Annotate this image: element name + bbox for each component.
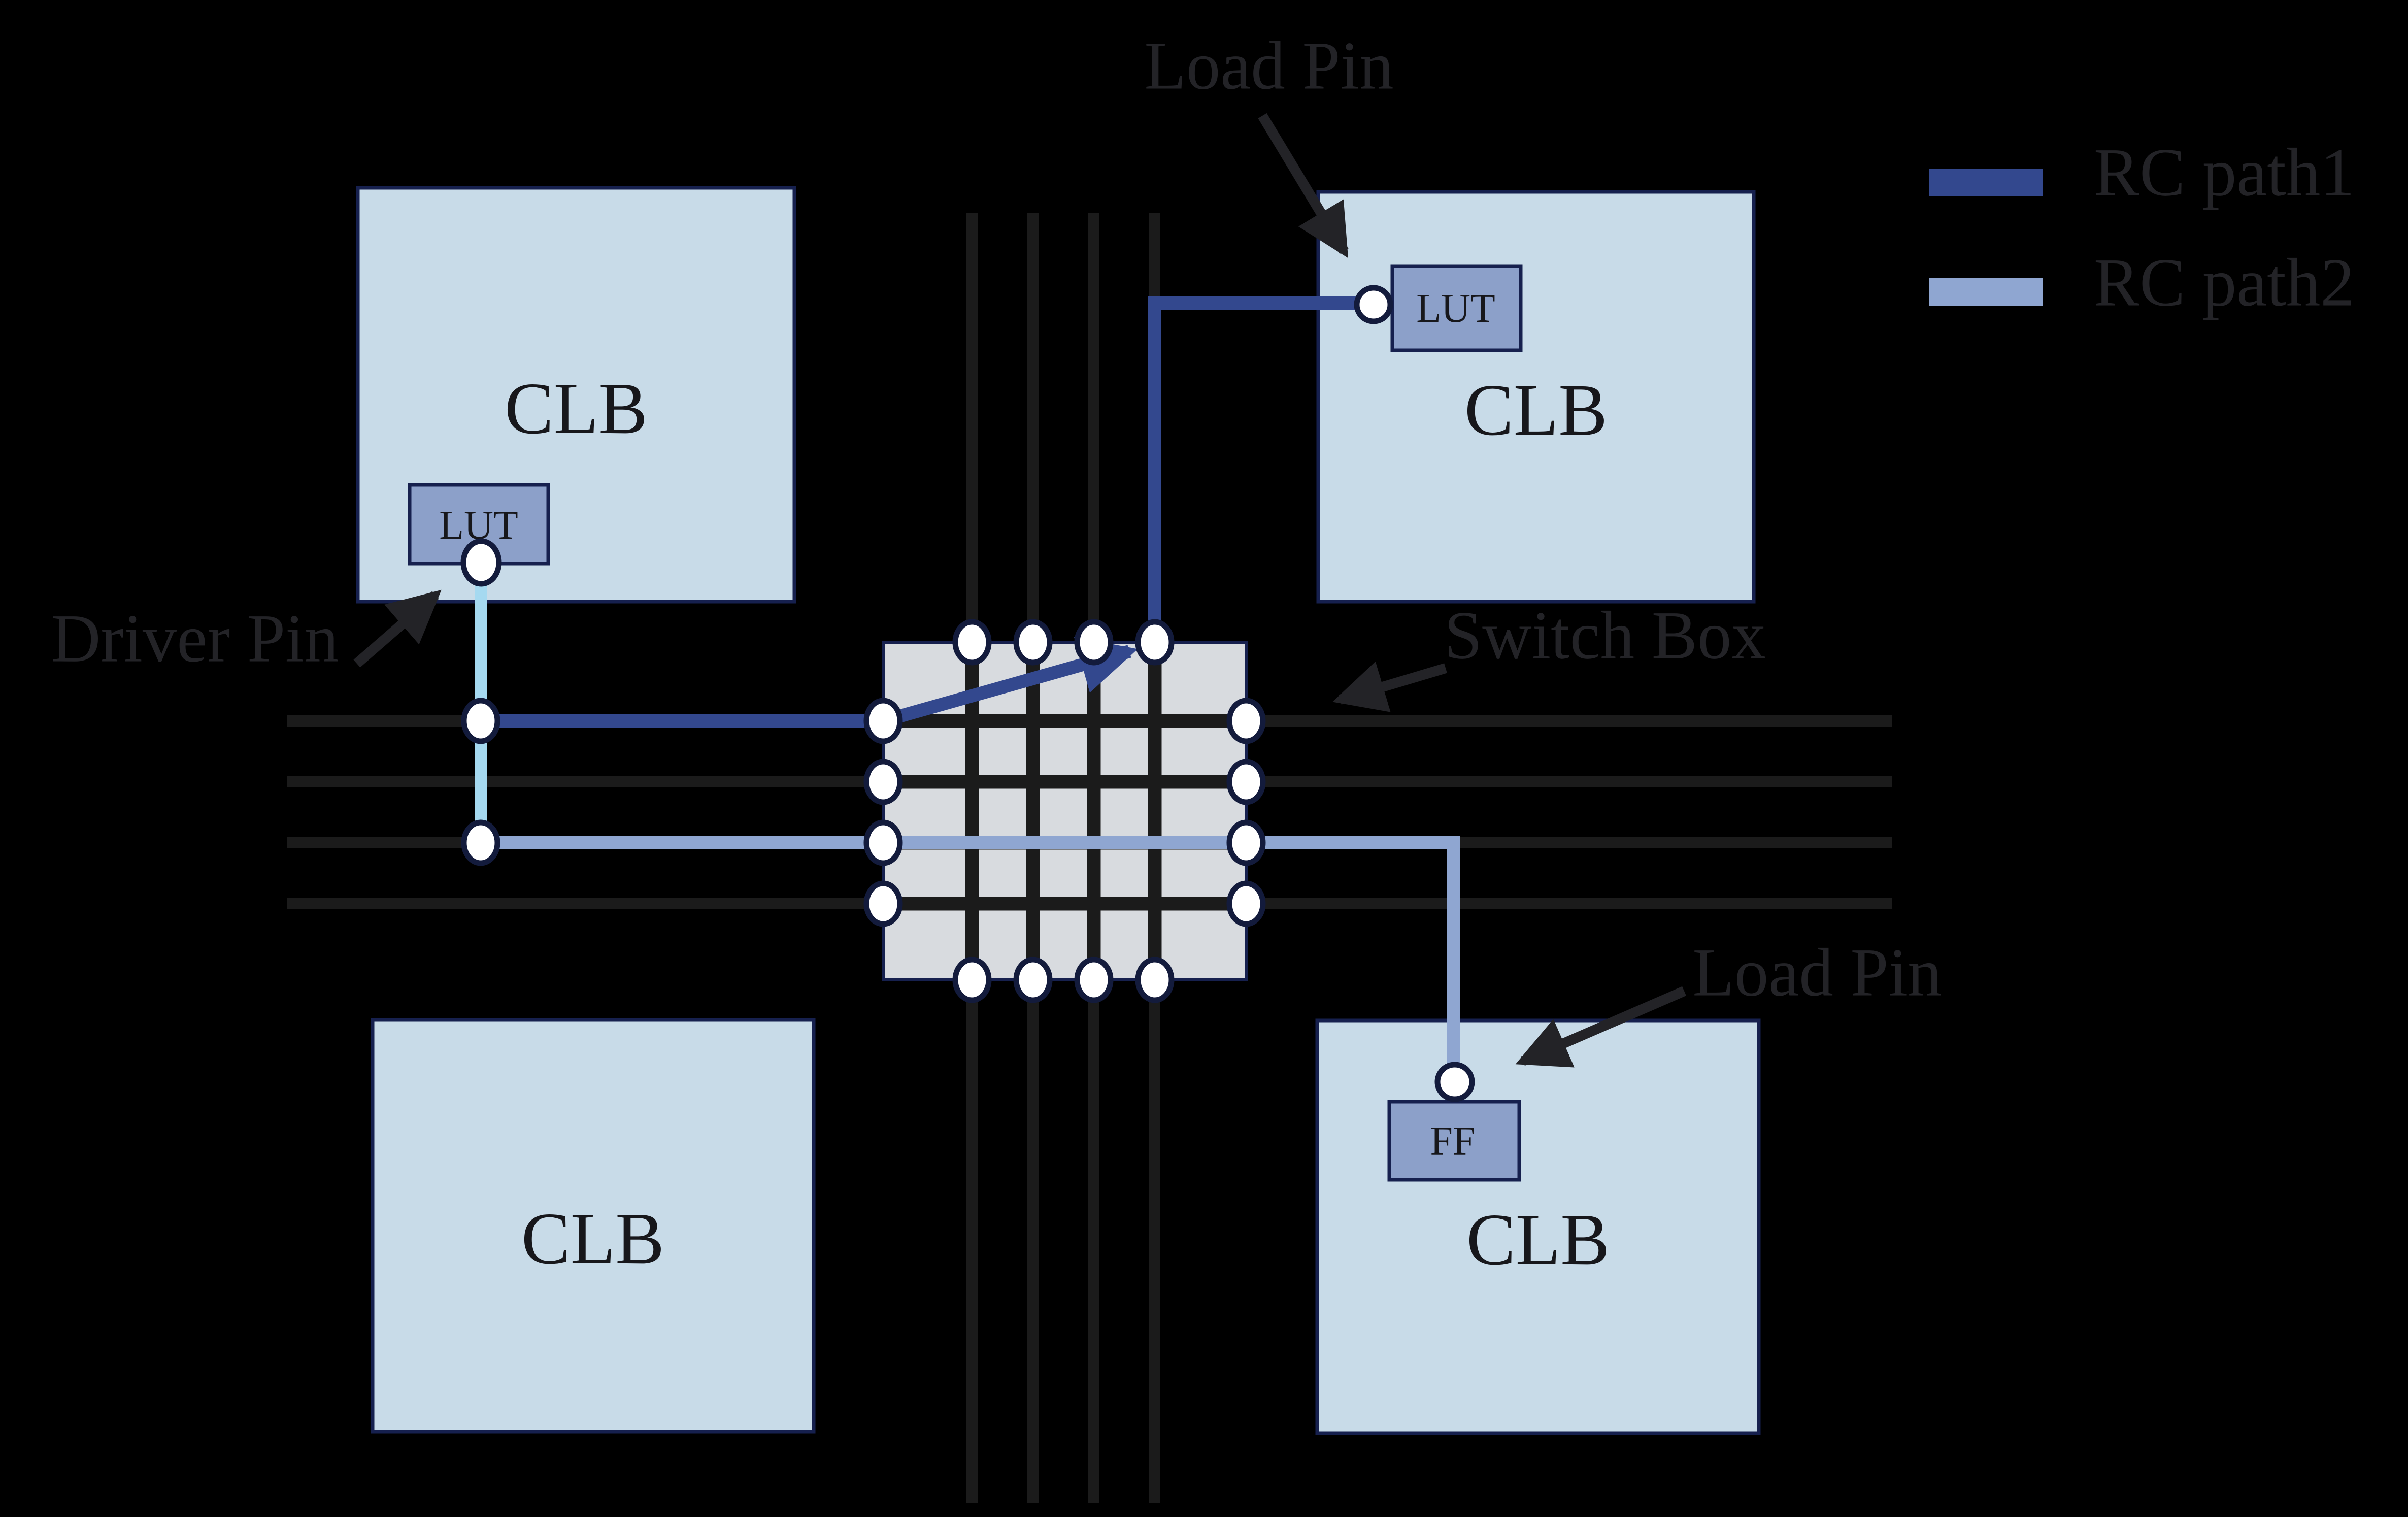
driver-pin-arrow	[353, 589, 442, 668]
load-pin-top-label: Load Pin	[1144, 28, 1393, 104]
load-pin-lut	[1354, 285, 1393, 324]
legend-swatch-rc-path1	[1929, 169, 2043, 196]
switch-pin-right-4	[1226, 880, 1266, 927]
switch-pin-right-3	[1226, 819, 1266, 866]
clb-top-right-box	[1316, 190, 1756, 604]
switch-pin-right-1	[1226, 698, 1266, 744]
clb-bottom-left-label: CLB	[521, 1198, 664, 1279]
ff-box	[1387, 1100, 1521, 1182]
annotation-load-pin-top: Load Pin	[1144, 28, 1394, 258]
net-pins	[460, 285, 1475, 1102]
switch-pin-bottom-2	[1013, 957, 1053, 1003]
rc-path2-route	[480, 836, 1460, 1082]
lut-top-right-box	[1390, 264, 1523, 352]
switch-pin-left-2	[863, 758, 903, 805]
legend-label-rc-path2: RC path2	[2094, 245, 2355, 321]
switch-box-body	[882, 641, 1248, 981]
driver-pin	[460, 538, 502, 587]
annotation-driver-pin: Driver Pin	[51, 589, 442, 677]
switch-box-pins	[863, 619, 1266, 1003]
switch-box-label: Switch Box	[1444, 598, 1766, 674]
clb-top-left-label: CLB	[505, 368, 648, 449]
switch-box-arrow	[1332, 661, 1447, 712]
track-dot-path1	[461, 698, 500, 744]
switch-pin-right-2	[1226, 758, 1266, 805]
clb-top-right: CLB	[1316, 190, 1756, 604]
lut-top-right: LUT	[1390, 264, 1523, 352]
clb-bottom-right-label: CLB	[1466, 1199, 1610, 1280]
annotation-switch-box: Switch Box	[1332, 598, 1766, 712]
clb-bottom-left: CLB	[371, 1018, 816, 1434]
legend-swatch-rc-path2	[1929, 278, 2043, 306]
switch-pin-left-3	[863, 819, 903, 866]
legend: RC path1 RC path2	[1929, 135, 2355, 321]
clb-bottom-right: CLB	[1315, 1018, 1761, 1435]
clb-bottom-right-box	[1315, 1018, 1761, 1435]
switch-pin-top-1	[952, 619, 992, 666]
switch-pin-bottom-4	[1135, 957, 1175, 1003]
driver-pin-label: Driver Pin	[51, 601, 339, 677]
load-pin-bottom-arrow	[1515, 986, 1686, 1068]
lut-top-right-label: LUT	[1416, 286, 1495, 331]
load-pin-bottom-label: Load Pin	[1692, 935, 1942, 1011]
switch-pin-bottom-3	[1074, 957, 1114, 1003]
switch-pin-top-3	[1074, 619, 1114, 666]
switch-pin-left-1	[863, 698, 903, 744]
load-pin-ff	[1434, 1062, 1475, 1102]
load-pin-top-arrow	[1258, 113, 1349, 258]
switch-pin-top-4	[1135, 619, 1175, 666]
rc-path1-vertical-segment	[1148, 296, 1370, 645]
switch-box	[882, 641, 1248, 981]
clb-bottom-left-box	[371, 1018, 816, 1434]
clb-top-right-label: CLB	[1464, 370, 1608, 451]
legend-label-rc-path1: RC path1	[2094, 135, 2355, 211]
track-dot-path2	[461, 819, 500, 866]
ff-label: FF	[1430, 1119, 1476, 1164]
switch-pin-top-2	[1013, 619, 1053, 666]
switch-pin-bottom-1	[952, 957, 992, 1003]
switch-pin-left-4	[863, 880, 903, 927]
ff-bottom-right: FF	[1387, 1100, 1521, 1182]
annotation-load-pin-bottom: Load Pin	[1515, 935, 1942, 1068]
